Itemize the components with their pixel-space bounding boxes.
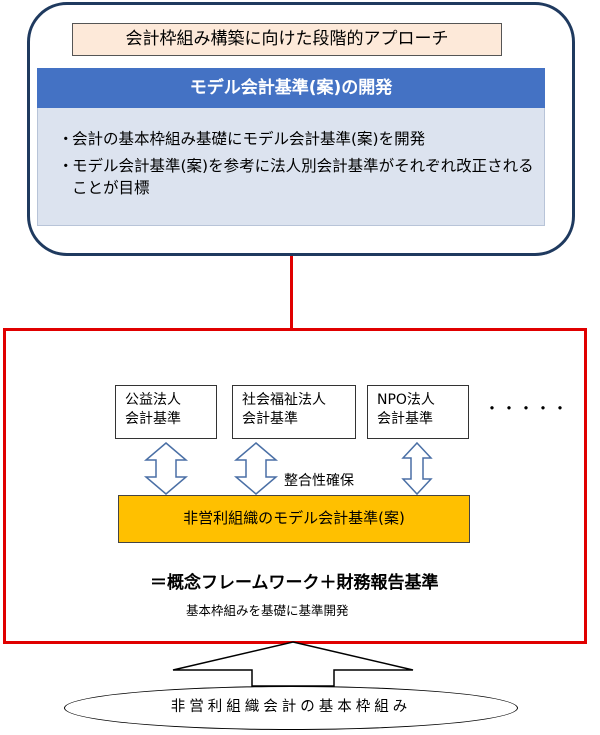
standard-line2: 会計基準 xyxy=(242,411,298,427)
standard-line2: 会計基準 xyxy=(377,411,433,427)
connector-line xyxy=(290,256,293,328)
model-standard-development-header: モデル会計基準(案)の開発 xyxy=(37,68,545,108)
social-welfare-corp-standard-box: 社会福祉法人 会計基準 xyxy=(232,385,356,439)
more-standards-ellipsis: ・・・・・ xyxy=(484,399,570,418)
framework-note: 基本枠組みを基礎に基準開発 xyxy=(186,603,349,618)
standard-line2: 会計基準 xyxy=(125,411,181,427)
standard-line1: 社会福祉法人 xyxy=(242,392,326,408)
model-standard-development-body: ・ 会計の基本枠組み基礎にモデル会計基準(案)を開発 ・ モデル会計基準(案)を… xyxy=(37,108,545,226)
framework-box xyxy=(3,328,587,644)
double-arrow-welfare xyxy=(233,442,279,495)
double-arrow-public xyxy=(143,442,189,495)
bullet-mark: ・ xyxy=(58,130,74,148)
bullet-item: ・ 会計の基本枠組み基礎にモデル会計基準(案)を開発 xyxy=(58,128,534,150)
approach-title: 会計枠組み構築に向けた段階的アプローチ xyxy=(72,23,502,56)
bullet-text: モデル会計基準(案)を参考に法人別会計基準がそれぞれ改正されることが目標 xyxy=(72,157,534,197)
bullet-mark: ・ xyxy=(58,157,74,175)
up-arrow xyxy=(172,641,414,687)
npo-corp-standard-box: NPO法人 会計基準 xyxy=(367,385,469,439)
model-accounting-standard-box: 非営利組織のモデル会計基準(案) xyxy=(118,495,470,543)
double-arrow-npo xyxy=(401,441,433,496)
basic-framework-ellipse: 非営利組織会計の基本枠組み xyxy=(64,686,518,730)
standard-line1: 公益法人 xyxy=(125,392,181,408)
public-interest-corp-standard-box: 公益法人 会計基準 xyxy=(115,385,217,439)
bullet-item: ・ モデル会計基準(案)を参考に法人別会計基準がそれぞれ改正されることが目標 xyxy=(58,155,534,199)
bullet-text: 会計の基本枠組み基礎にモデル会計基準(案)を開発 xyxy=(72,130,426,148)
framework-formula: ＝概念フレームワーク＋財務報告基準 xyxy=(150,573,439,593)
consistency-label: 整合性確保 xyxy=(284,473,354,489)
standard-line1: NPO法人 xyxy=(377,392,435,408)
